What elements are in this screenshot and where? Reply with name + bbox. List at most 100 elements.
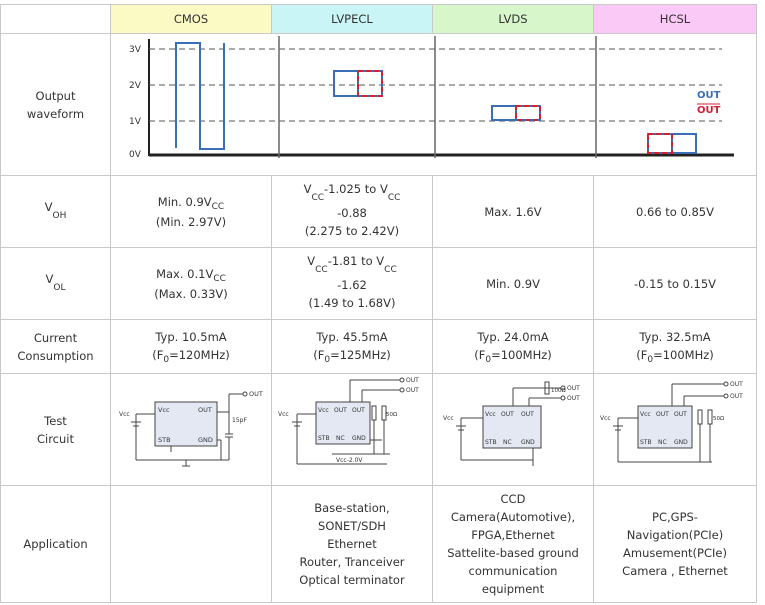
voh-lvpecl-value: -0.88 — [337, 205, 367, 220]
current-hcsl-value: Typ. 32.5mA — [639, 329, 711, 344]
hcsl-outbar-wave — [646, 133, 673, 154]
lvpecl-out-pin: OUT — [334, 407, 347, 414]
voh-lvpecl-v1: V — [303, 181, 312, 196]
app-lvpecl-item: Ethernet — [327, 537, 377, 551]
application-row: Application Base-station, SONET/SDH Ethe… — [0, 485, 757, 603]
hcsl-nc: NC — [658, 439, 667, 446]
current-hcsl: Typ. 32.5mA (F0=100MHz) — [593, 319, 757, 374]
lvpecl-out-wave — [332, 70, 359, 97]
lvpecl-nc: NC — [336, 435, 345, 442]
current-lvpecl-sub: 0 — [324, 354, 331, 365]
circuit-lvpecl-diagram: Vcc Vcc OUT OUT STB NC GND OUT OUT 50Ω V… — [278, 377, 419, 465]
circuit-lvds: Vcc Vcc OUT OUT STB NC GND OUT OUT 100Ω — [432, 373, 594, 486]
header-lvpecl: LVPECL — [271, 4, 433, 34]
voh-lvpecl-sub1: CC — [311, 192, 325, 203]
header-row: CMOS LVPECL LVDS HCSL — [0, 4, 757, 34]
lvpecl-outbar-wave — [356, 70, 383, 97]
current-hcsl-sub: 0 — [647, 354, 654, 365]
hcsl-outbar-pin: OUT — [674, 411, 687, 418]
lvpecl-out-label: OUT — [406, 377, 419, 384]
current-label-line2: Consumption — [17, 348, 94, 363]
circuit-hcsl-diagram: Vcc Vcc OUT OUT STB NC GND OUT OUT 50Ω — [600, 381, 743, 463]
app-lvpecl-item: Optical terminator — [299, 573, 405, 587]
header-corner — [0, 4, 111, 34]
vol-lvpecl: VCC-1.81 to VCC -1.62 (1.49 to 1.68V) — [271, 247, 433, 320]
waveform-row: Output waveform 3V 2V 1V 0V — [0, 33, 757, 176]
current-lvds-sub: 0 — [485, 354, 492, 365]
vol-cmos-value: Max. 0.1V — [156, 266, 214, 281]
circuit-cmos-diagram: Vcc Vcc OUT STB GND OUT 15pF — [119, 390, 263, 467]
voh-lvpecl: VCC-1.025 to VCC -0.88 (2.275 to 2.42V) — [271, 175, 433, 248]
hcsl-out-pin: OUT — [656, 411, 669, 418]
circuit-lvpecl: Vcc Vcc OUT OUT STB NC GND OUT OUT 50Ω V… — [271, 373, 433, 486]
waveform-label: Output waveform — [0, 33, 111, 176]
lvds-out-wave — [490, 105, 517, 121]
lvds-out-pin: OUT — [501, 411, 514, 418]
voh-lvpecl-sub2: CC — [387, 192, 401, 203]
lvds-res: 100Ω — [551, 388, 566, 394]
voh-cmos-range: (Min. 2.97V) — [155, 214, 227, 229]
voh-row: VOH Min. 0.9VCC (Min. 2.97V) VCC-1.025 t… — [0, 175, 757, 248]
cmos-out-pin: OUT — [198, 406, 212, 414]
voh-cmos-value: Min. 0.9V — [157, 194, 212, 209]
lvds-vcc-pin: Vcc — [485, 411, 496, 418]
current-label-line1: Current — [33, 330, 78, 345]
lvpecl-res: 50Ω — [386, 412, 397, 418]
app-lvpecl-item: Base-station, — [314, 501, 390, 515]
cmos-vcc-pin: Vcc — [158, 406, 170, 414]
application-lvpecl: Base-station, SONET/SDH Ethernet Router,… — [271, 485, 433, 603]
vol-lvpecl-sub1: CC — [315, 264, 328, 275]
voh-lvpecl-mid: -1.025 to V — [324, 181, 388, 196]
current-lvds: Typ. 24.0mA (F0=100MHz) — [432, 319, 594, 374]
voh-hcsl: 0.66 to 0.85V — [593, 175, 757, 248]
test-circuit-label-line2: Circuit — [36, 431, 74, 446]
lvds-vcc: Vcc — [443, 415, 454, 422]
hcsl-outbar-label: OUT — [730, 393, 743, 400]
y-label-0v: 0V — [129, 150, 142, 160]
current-lvds-freq: =100MHz) — [491, 347, 552, 362]
app-lvds-item: FPGA,Ethernet — [471, 528, 555, 542]
application-lvds: CCD Camera(Automotive), FPGA,Ethernet Sa… — [432, 485, 594, 603]
header-lvds: LVDS — [432, 4, 594, 34]
current-cmos-freq: =120MHz) — [169, 347, 230, 362]
app-hcsl-item: Amusement(PCIe) — [623, 546, 727, 560]
voh-label-sub: OH — [52, 210, 67, 221]
app-hcsl-item: PC,GPS- — [652, 510, 698, 524]
app-lvds-item: equipment — [481, 582, 545, 596]
app-lvds-item: communication — [468, 564, 558, 578]
voh-lvpecl-range: (2.275 to 2.42V) — [304, 223, 400, 238]
vol-lvpecl-mid: -1.81 to V — [327, 253, 385, 268]
current-hcsl-freq: =100MHz) — [653, 347, 714, 362]
circuit-hcsl: Vcc Vcc OUT OUT STB NC GND OUT OUT 50Ω — [593, 373, 757, 486]
current-row: Current Consumption Typ. 10.5mA (F 0 =120M… — [0, 319, 757, 374]
application-hcsl: PC,GPS- Navigation(PCIe) Amusement(PCIe)… — [593, 485, 757, 603]
y-label-1v: 1V — [129, 117, 142, 127]
application-label: Application — [0, 485, 111, 603]
vol-lvpecl-range: (1.49 to 1.68V) — [308, 295, 396, 310]
lvpecl-vcc: Vcc — [278, 411, 289, 418]
current-cmos-value: Typ. 10.5mA — [155, 329, 227, 344]
cmos-gnd: GND — [198, 436, 213, 444]
circuit-cmos: Vcc Vcc OUT STB GND OUT 15pF — [110, 373, 272, 486]
lvpecl-gnd: GND — [352, 435, 366, 442]
voh-cmos: Min. 0.9VCC (Min. 2.97V) — [110, 175, 272, 248]
hcsl-vcc: Vcc — [600, 415, 611, 422]
hcsl-out-wave — [646, 133, 673, 154]
vol-hcsl: -0.15 to 0.15V — [593, 247, 757, 320]
vol-label-v: V — [45, 271, 54, 286]
lvds-out-label: OUT — [567, 385, 580, 392]
lvds-outbar-wave — [514, 105, 541, 121]
current-cmos-f: (F — [152, 347, 164, 362]
cmos-cap: 15pF — [232, 417, 247, 424]
cmos-waveform — [174, 42, 225, 150]
output-waveform-chart: 3V 2V 1V 0V — [129, 36, 734, 160]
vol-lvpecl-sub2: CC — [384, 264, 397, 275]
vol-lvpecl-v1: V — [307, 253, 316, 268]
lvpecl-outbar-pin: OUT — [352, 407, 365, 414]
hcsl-gnd: GND — [674, 439, 688, 446]
hcsl-vcc-pin: Vcc — [640, 411, 651, 418]
app-lvds-item: Camera(Automotive), — [450, 510, 576, 524]
legend-out: OUT — [697, 90, 721, 101]
current-lvpecl-freq: =125MHz) — [330, 347, 391, 362]
voh-label: VOH — [0, 175, 111, 248]
